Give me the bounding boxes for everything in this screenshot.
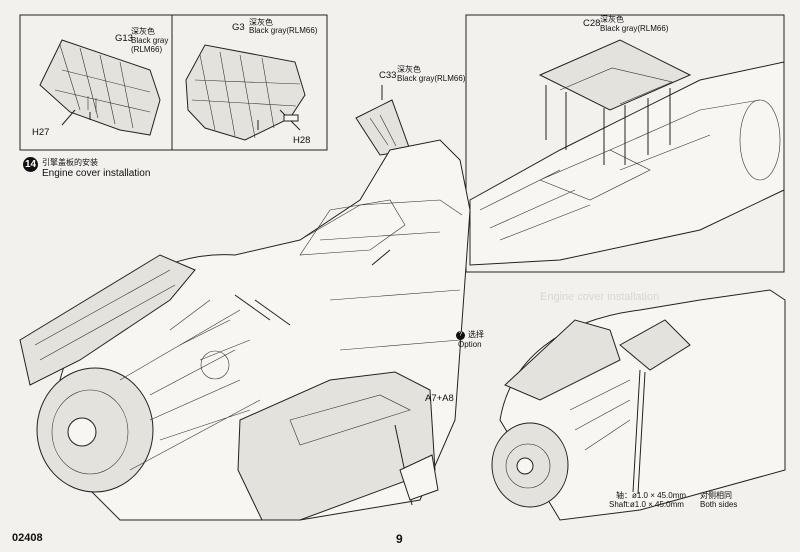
h28-part-number: H28 <box>293 135 311 146</box>
a7-a8-part-number: A7+A8 <box>425 393 454 404</box>
option-label: Option <box>458 340 482 349</box>
option-drawing <box>491 289 786 521</box>
c28-color-cn: 深灰色 <box>600 15 624 24</box>
g13-color-rlm: (RLM66) <box>131 45 163 54</box>
c28-color-label: Black gray(RLM66) <box>600 24 669 33</box>
g3-part-number: G3 <box>232 22 245 33</box>
engine-front <box>36 299 261 493</box>
g3-color-cn: 深灰色 <box>249 18 273 27</box>
g13-color-label: Black gray <box>131 36 169 45</box>
c33-color-cn: 深灰色 <box>397 65 421 74</box>
product-code: 02408 <box>12 532 43 544</box>
svg-text:Engine cover installation: Engine cover installation <box>540 291 659 303</box>
both-sides-label: Both sides <box>700 500 738 509</box>
g3-color-label: Black gray(RLM66) <box>249 26 318 35</box>
c33-color-label: Black gray(RLM66) <box>397 74 466 83</box>
shaft-spec: Shaft:ø1.0 × 45.0mm <box>609 500 684 509</box>
c28-part-number: C28 <box>583 18 601 29</box>
g13-color-cn: 深灰色 <box>131 27 155 36</box>
step-number-badge: 14 <box>23 157 38 172</box>
shaft-spec-cn: 轴：ø1.0 × 45.0mm <box>616 491 687 500</box>
page-number: 9 <box>396 532 403 546</box>
inset-frame-mid <box>171 14 328 151</box>
side-cowl-panel <box>237 371 439 521</box>
g13-panel-part <box>39 39 161 136</box>
g13-part-number: G13 <box>115 33 133 44</box>
step-title-cn: 引擎盖板的安装 <box>42 158 98 167</box>
c33-part-number: C33 <box>379 70 397 81</box>
option-label-cn: 选择 <box>468 330 484 339</box>
g3-panel-part <box>185 44 306 141</box>
upper-cowl-panel <box>19 254 196 386</box>
both-sides-cn: 对侧相同 <box>700 491 732 500</box>
cockpit-inset-drawing <box>469 39 785 266</box>
option-icon: ? <box>456 331 465 340</box>
step-title: Engine cover installation <box>42 168 151 179</box>
h27-part-number: H27 <box>32 127 50 138</box>
